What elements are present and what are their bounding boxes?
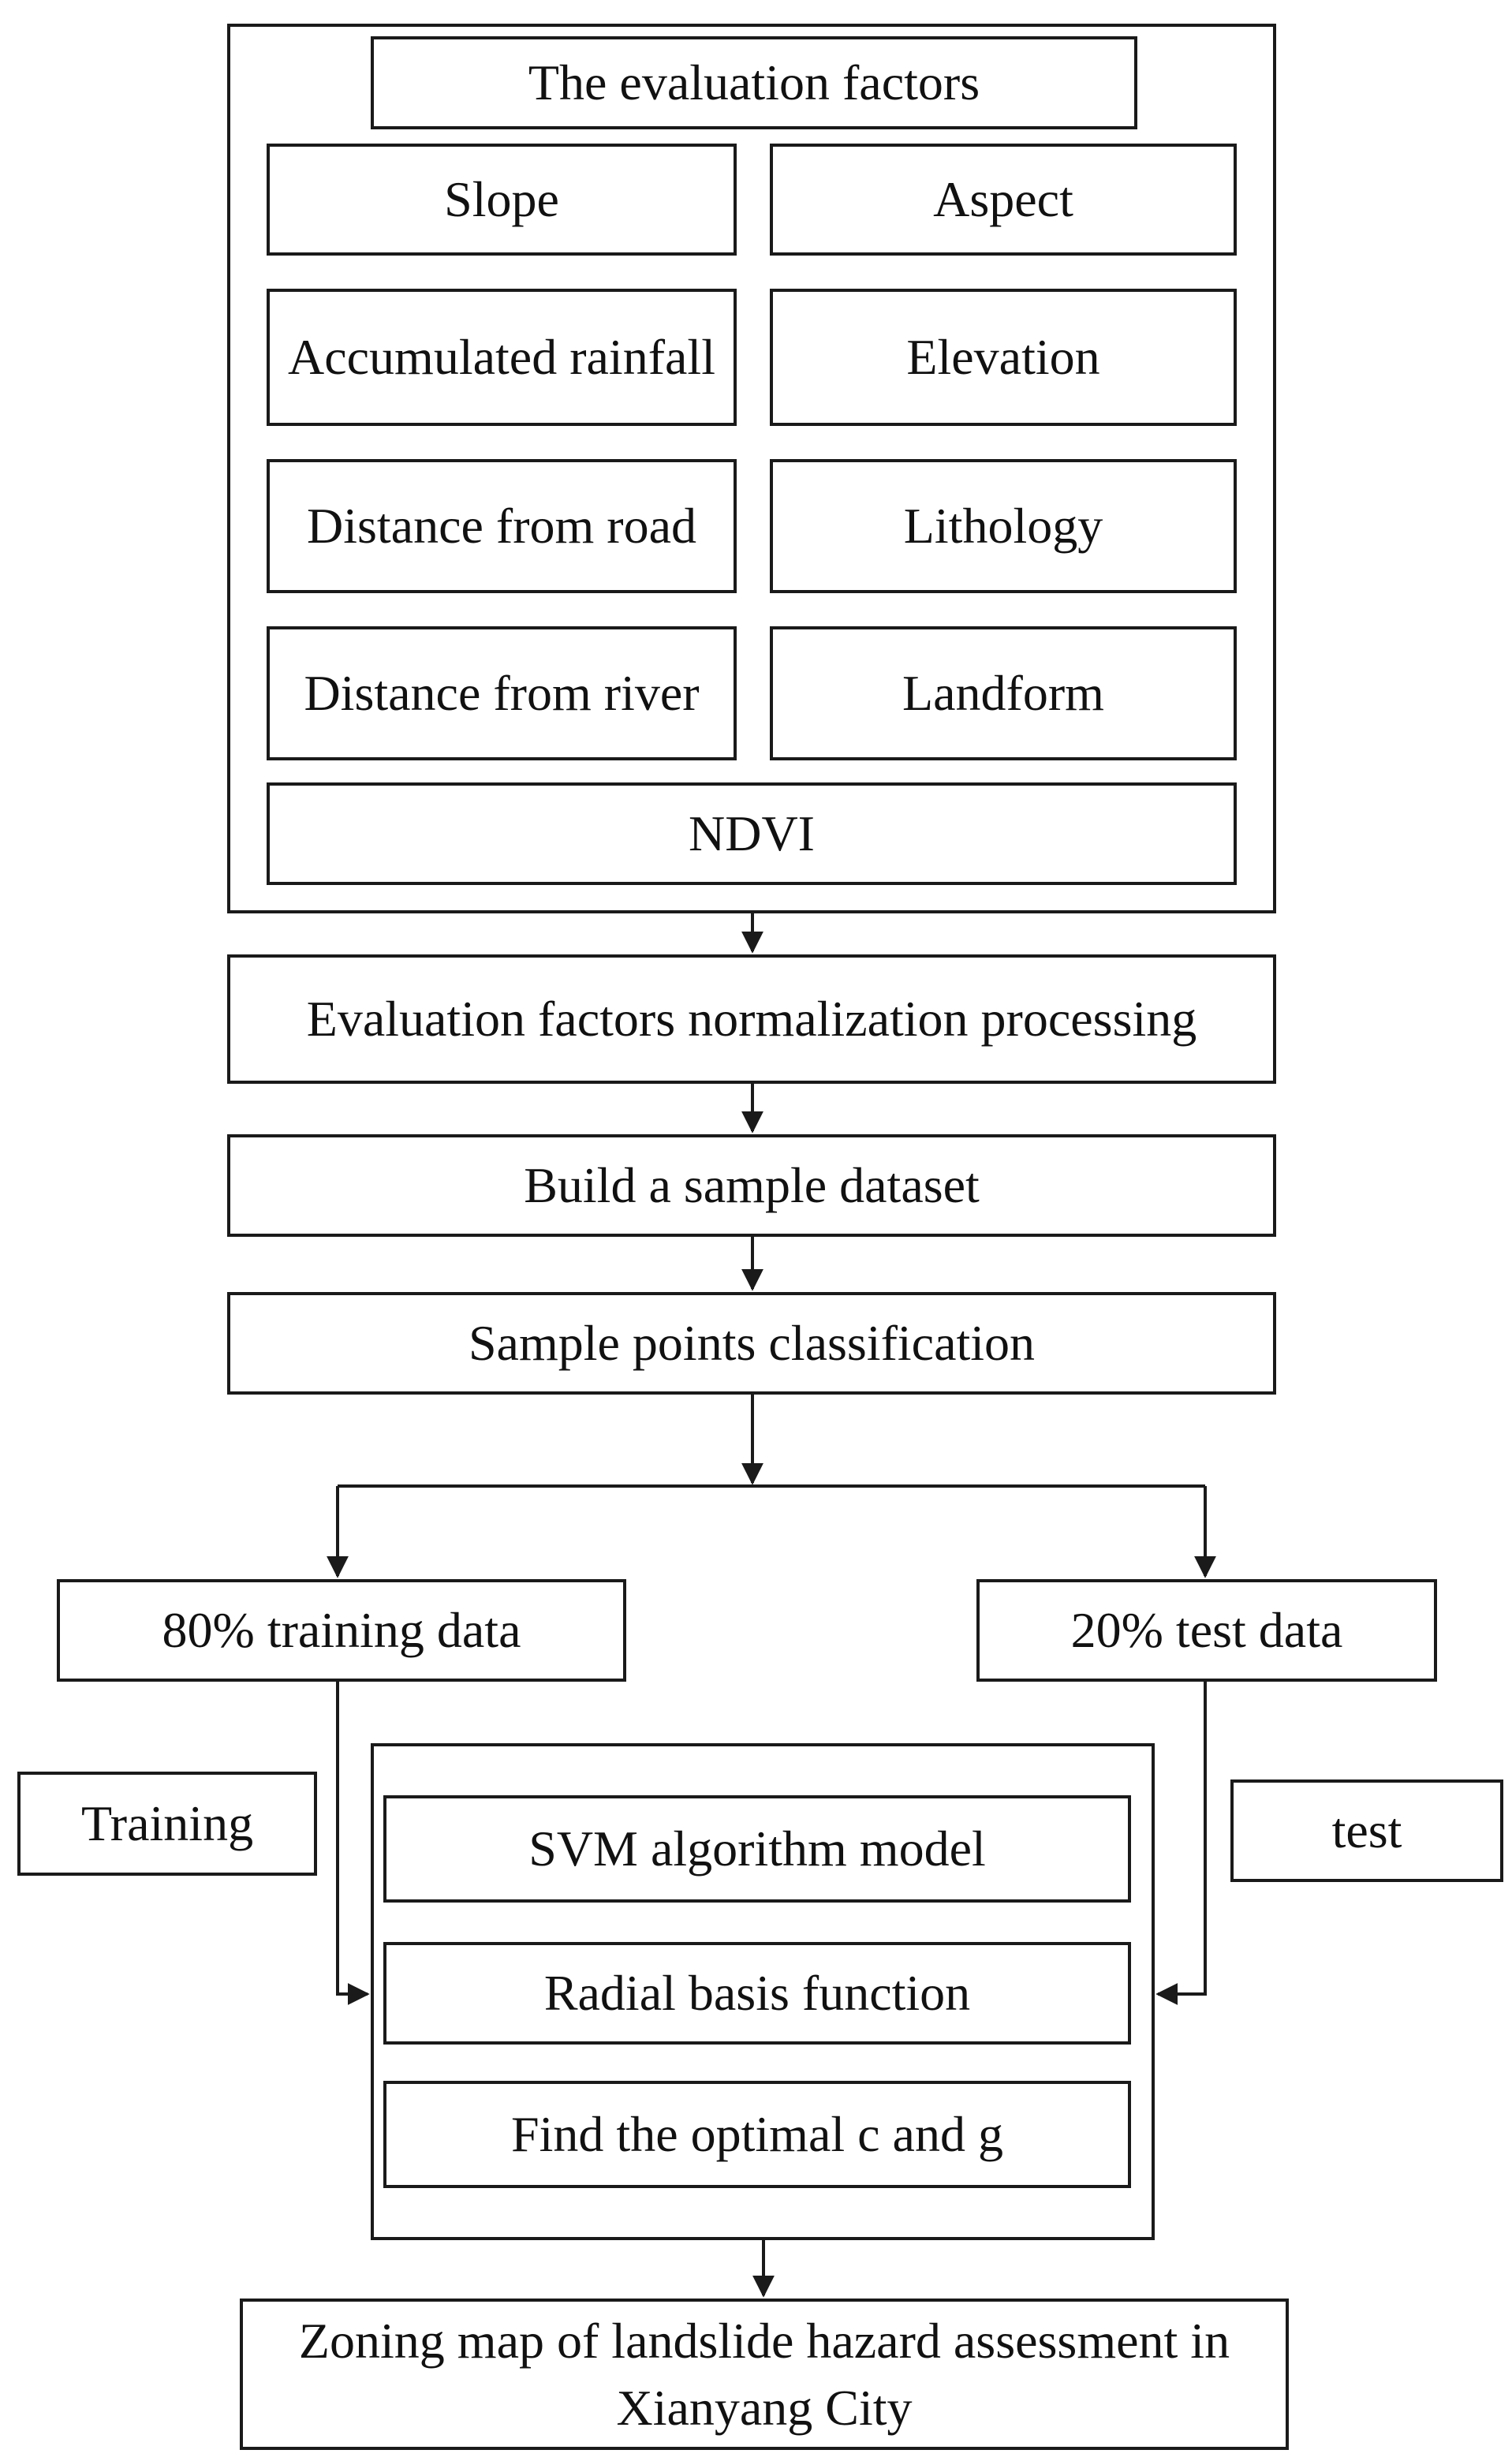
training-label: Training (17, 1772, 317, 1876)
factor-landform: Landform (770, 626, 1237, 760)
factor-slope: Slope (267, 144, 737, 256)
arrow-test-to-model (1155, 1682, 1207, 2005)
classification-step: Sample points classification (227, 1292, 1276, 1395)
factor-distance-from-road: Distance from road (267, 459, 737, 593)
factor-aspect: Aspect (770, 144, 1237, 256)
factor-ndvi: NDVI (267, 782, 1237, 885)
factor-elevation: Elevation (770, 289, 1237, 426)
evaluation-factors-title: The evaluation factors (371, 36, 1137, 129)
arrow-training-to-model (336, 1682, 370, 2005)
test-label: test (1230, 1779, 1503, 1882)
normalization-step: Evaluation factors normalization process… (227, 954, 1276, 1084)
optimal-c-g-box: Find the optimal c and g (383, 2081, 1131, 2188)
svm-model-box: SVM algorithm model (383, 1795, 1131, 1903)
model-group (371, 1743, 1155, 2240)
factor-accumulated-rainfall: Accumulated rainfall (267, 289, 737, 426)
build-dataset-step: Build a sample dataset (227, 1134, 1276, 1237)
training-data-box: 80% training data (57, 1579, 626, 1682)
factor-lithology: Lithology (770, 459, 1237, 593)
zoning-map-output: Zoning map of landslide hazard assessmen… (240, 2299, 1289, 2450)
test-data-box: 20% test data (976, 1579, 1437, 1682)
factor-distance-from-river: Distance from river (267, 626, 737, 760)
evaluation-factors-group (227, 24, 1276, 913)
radial-basis-function-box: Radial basis function (383, 1942, 1131, 2045)
